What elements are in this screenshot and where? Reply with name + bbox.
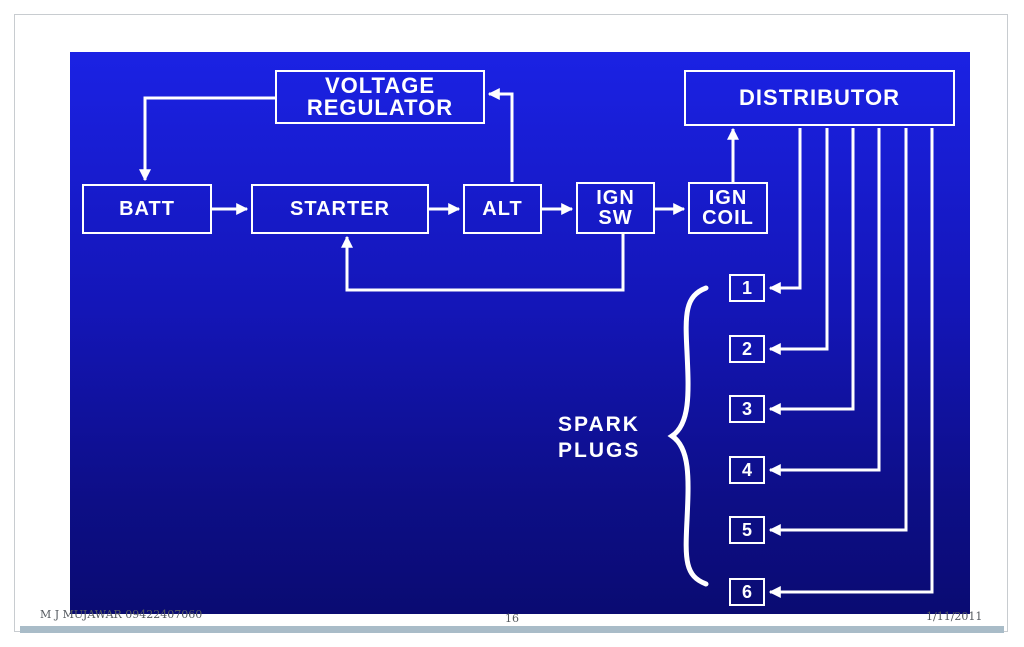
lead-plug-5 <box>768 128 908 536</box>
spark-plug-1: 1 <box>729 274 765 302</box>
footer-date: 1/11/2011 <box>926 610 983 623</box>
lead-plug-3 <box>768 128 855 415</box>
spark-plug-4: 4 <box>729 456 765 484</box>
footer-author: M J MUJAWAR 09422407060 <box>40 608 203 621</box>
footer-page-number: 16 <box>505 612 519 625</box>
lead-plug-6 <box>768 128 934 598</box>
arrow-regulator-to-batt <box>139 96 275 182</box>
batt-box: BATT <box>82 184 212 234</box>
lead-plug-4 <box>768 128 881 476</box>
arrow-alt-to-regulator <box>487 88 514 182</box>
ign-coil-box: IGN COIL <box>688 182 768 234</box>
spark-plug-2: 2 <box>729 335 765 363</box>
spark-plug-3: 3 <box>729 395 765 423</box>
distributor-box: DISTRIBUTOR <box>684 70 955 126</box>
spark-plug-6: 6 <box>729 578 765 606</box>
lead-plug-1 <box>768 128 802 294</box>
spark-plugs-brace <box>667 285 709 587</box>
starter-box: STARTER <box>251 184 429 234</box>
alt-box: ALT <box>463 184 542 234</box>
lead-plug-2 <box>768 128 829 355</box>
connector-lines <box>139 88 934 598</box>
spark-plug-5: 5 <box>729 516 765 544</box>
arrow-ignsw-to-starter <box>341 233 625 292</box>
spark-plugs-label: SPARK PLUGS <box>558 413 641 463</box>
voltage-regulator-box: VOLTAGE REGULATOR <box>275 70 485 124</box>
ign-sw-box: IGN SW <box>576 182 655 234</box>
ignition-system-diagram: VOLTAGE REGULATOR DISTRIBUTOR BATT START… <box>70 52 970 614</box>
footer-bar <box>20 626 1004 633</box>
